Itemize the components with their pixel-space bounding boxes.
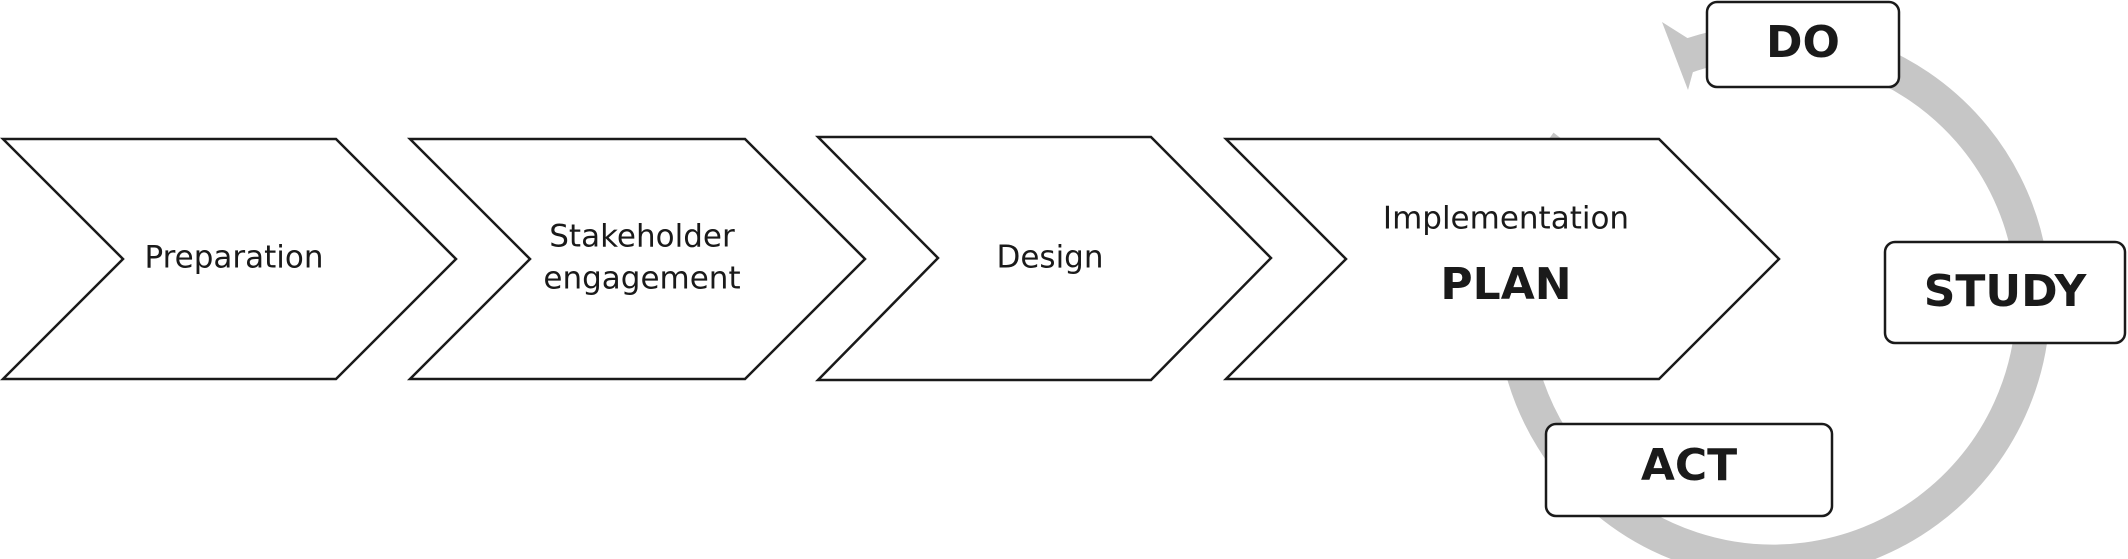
chevron-shape	[406, 137, 867, 381]
plan-label: PLAN	[1440, 259, 1571, 310]
chevron-implementation: Implementation PLAN	[1222, 137, 1781, 381]
study-box-shape	[1883, 240, 2127, 345]
cycle-arrow-icon	[1662, 22, 1700, 90]
chevron-shape	[814, 135, 1273, 382]
stage-label-preparation: Preparation	[144, 240, 323, 276]
do-label: DO	[1766, 17, 1840, 68]
stage-label-design: Design	[996, 240, 1103, 276]
chevron-shape	[0, 137, 458, 381]
stage-label-stakeholder-line2: engagement	[543, 261, 740, 297]
do-box: DO	[1705, 0, 1901, 89]
stage-label-implementation: Implementation	[1383, 201, 1629, 237]
act-label: ACT	[1641, 440, 1737, 491]
do-box-shape	[1705, 0, 1901, 89]
study-box: STUDY	[1883, 240, 2127, 345]
stage-label-stakeholder-line1: Stakeholder	[549, 219, 735, 255]
study-label: STUDY	[1924, 266, 2088, 317]
act-box: ACT	[1544, 422, 1834, 518]
act-box-shape	[1544, 422, 1834, 518]
chevron-preparation: Preparation	[0, 137, 458, 381]
chevron-design: Design	[814, 135, 1273, 382]
chevron-stakeholder-engagement: Stakeholder engagement	[406, 137, 867, 381]
chevron-shape	[1222, 137, 1781, 381]
